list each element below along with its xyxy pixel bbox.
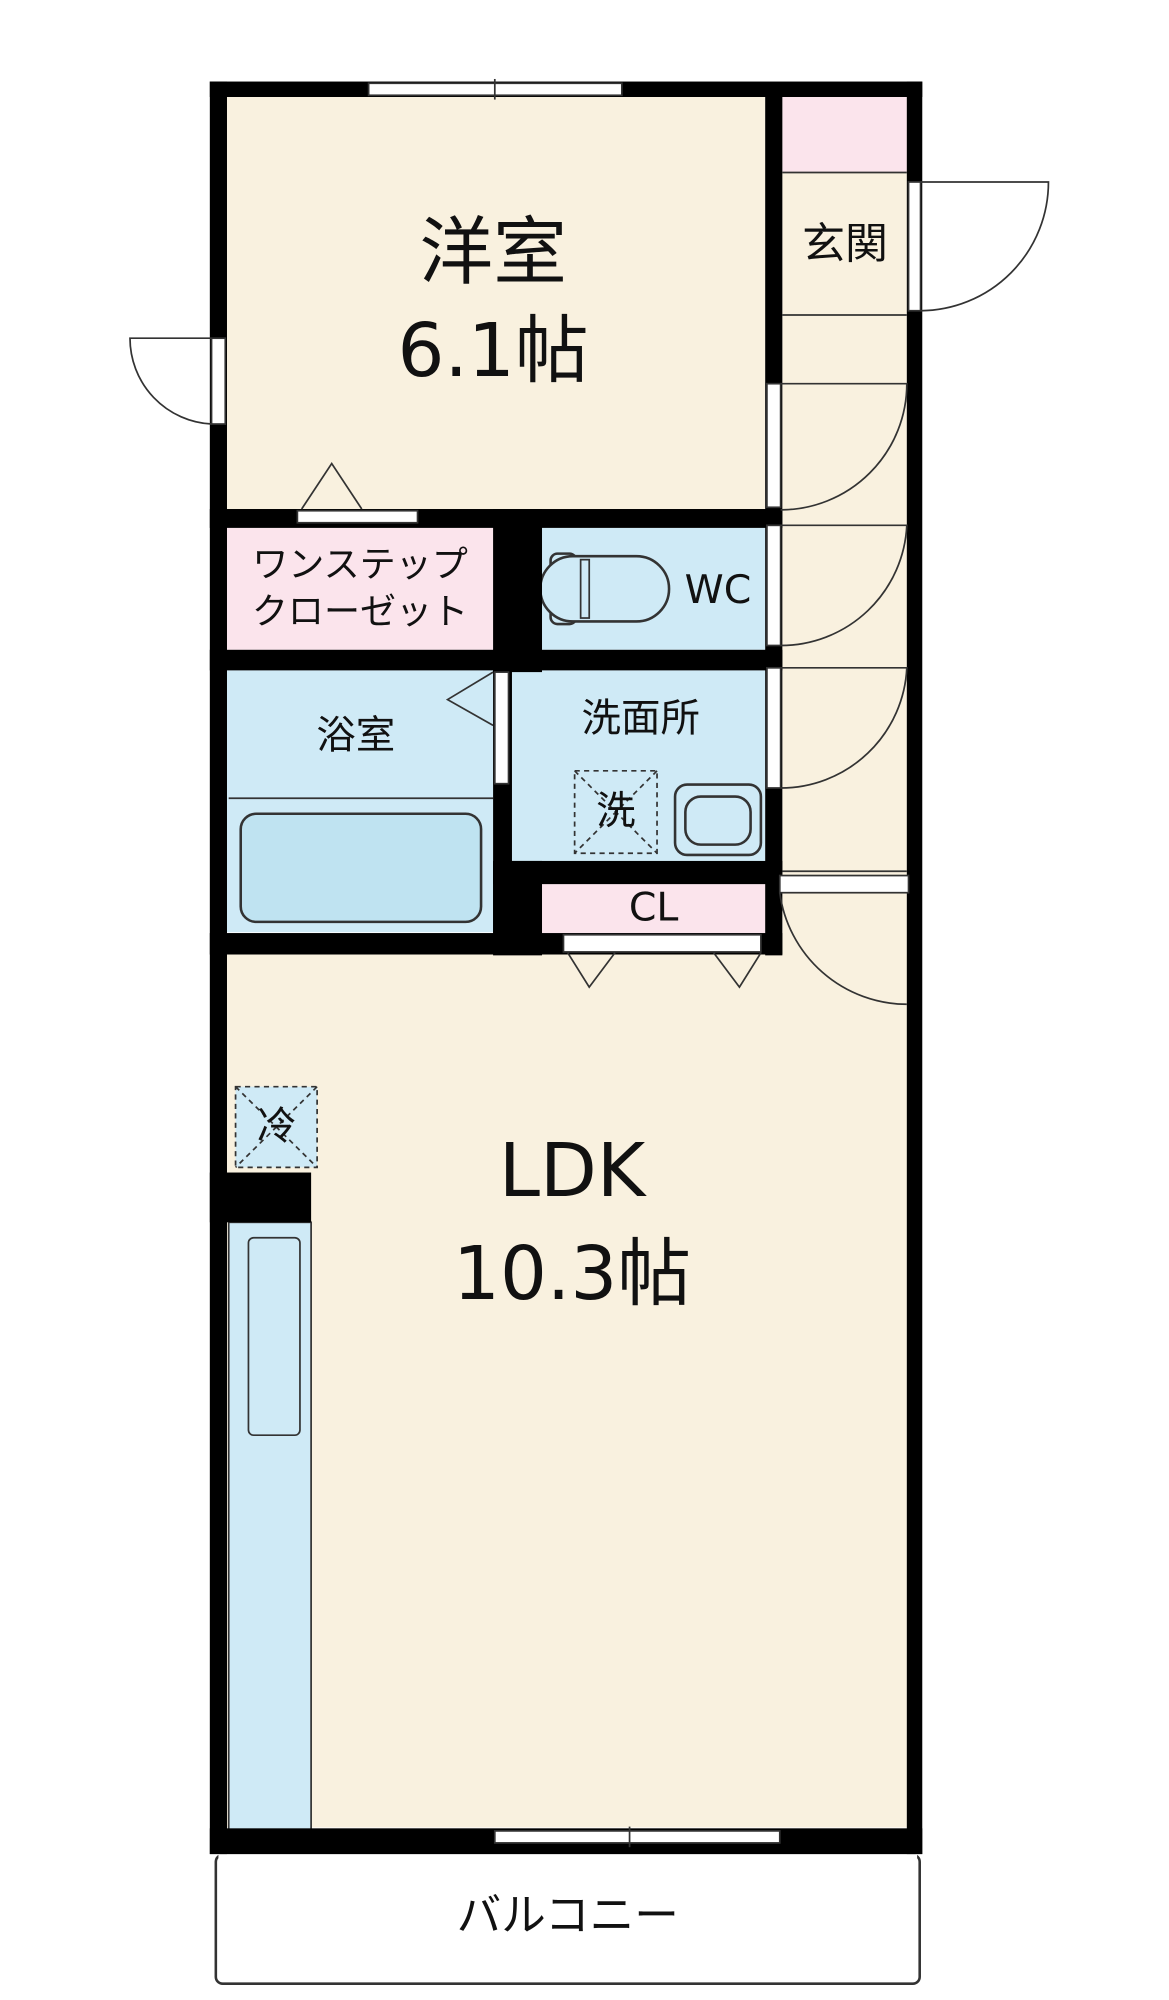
bath-door-gap: [493, 671, 510, 785]
left-door-swing: [129, 337, 212, 425]
closet-label: CL: [629, 884, 679, 930]
balcony: [214, 1853, 921, 1985]
cl-door-arrow-1: [567, 952, 616, 989]
bath-fixtures: [228, 552, 763, 924]
ldk-size: 10.3帖: [453, 1231, 691, 1317]
washbasin: [673, 783, 763, 857]
wash-door-swing: [780, 666, 908, 789]
washer-cross-2: [574, 770, 658, 854]
entrance-label: 玄関: [802, 220, 888, 270]
fridge-label: 冷: [257, 1103, 296, 1149]
cl-door-gap: [562, 933, 762, 953]
western-room-size: 6.1帖: [397, 308, 588, 394]
wall-kitchen: [209, 1172, 312, 1223]
washbasin-bowl: [684, 795, 752, 846]
balcony-floor: [218, 1854, 918, 1980]
ldk-door-swing: [778, 892, 907, 1006]
washroom-label: 洗面所: [582, 696, 700, 742]
door-swings: [129, 171, 1050, 1006]
closet-door-arrow: [300, 461, 363, 510]
wall-wash-bottom: [493, 860, 783, 885]
ldk-door-gap: [778, 874, 910, 894]
toilet-seat-line: [579, 558, 591, 619]
entrance-door-gap: [907, 181, 922, 312]
openings: [210, 78, 922, 1848]
ldk-name: LDK: [499, 1128, 647, 1214]
wc-door-swing: [780, 524, 908, 647]
bathtub: [239, 812, 483, 924]
wall-closet-wc: [493, 509, 543, 673]
wc-door-gap: [766, 524, 782, 647]
window-left: [210, 337, 227, 425]
onestep-closet-label-1: ワンステップ: [252, 544, 468, 586]
washer-label: 洗: [596, 788, 635, 834]
kitchen-sink: [247, 1236, 301, 1437]
walls: [209, 81, 923, 1855]
labels: 洋室 6.1帖 玄関 ワンステップ クローゼット WC 浴室 洗面所 洗 CL …: [252, 210, 888, 1942]
fridge-cross-2: [234, 1086, 318, 1168]
western-room-floor: [226, 96, 766, 510]
western-room-name: 洋室: [419, 210, 567, 296]
balcony-label: バルコニー: [457, 1889, 679, 1941]
bath-door-swing: [445, 671, 494, 727]
cl-door-arrow-2: [712, 952, 762, 989]
toilet-bowl: [539, 554, 671, 623]
wc-label: WC: [685, 567, 752, 613]
wall-right: [906, 81, 923, 1855]
closet-floor: [542, 884, 766, 934]
room-door-gap: [766, 382, 782, 509]
onestep-closet-label-2: クローゼット: [252, 591, 468, 633]
onestep-closet-floor: [226, 527, 494, 650]
window-bottom: [493, 1830, 781, 1844]
ldk-floor: [226, 954, 907, 1828]
wash-door-gap: [766, 666, 782, 789]
entrance-step-pink: [782, 96, 907, 173]
closet-door-gap: [296, 509, 419, 524]
room-door-swing: [780, 382, 908, 511]
bathroom-label: 浴室: [316, 713, 395, 759]
entrance-door-swing: [920, 181, 1050, 312]
